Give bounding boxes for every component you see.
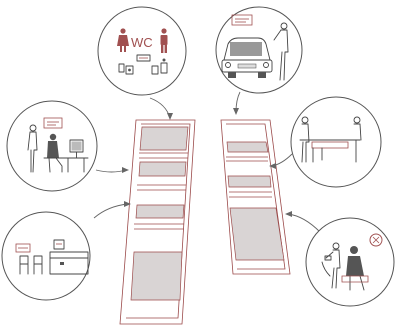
vignette-vehicle-service [215, 6, 303, 94]
right-module-strip [220, 119, 291, 275]
vignette-waiting-area [1, 211, 91, 301]
hand-dryer-icon [136, 54, 151, 62]
chair-icon [33, 255, 43, 275]
soap-dispenser-icon [118, 63, 125, 73]
seated-client-icon [346, 246, 365, 291]
arrow-salon-to-right-strip [285, 211, 321, 233]
toilet-icon [151, 58, 168, 75]
car-icon [221, 37, 273, 78]
computer-monitor-icon [69, 139, 84, 159]
person-icon [353, 116, 362, 141]
person-icon [325, 242, 341, 289]
left-module-room-1 [139, 126, 189, 159]
arrow-waiting-to-left-strip [93, 201, 131, 219]
person-icon [301, 116, 310, 163]
arrow-counter-to-right-strip [269, 153, 293, 169]
counter-table-icon [299, 139, 361, 163]
left-module-room-2 [137, 161, 187, 191]
chair-icon [19, 255, 29, 275]
vignette-counter-service [290, 96, 382, 188]
person-icon [273, 22, 289, 81]
sink-icon [125, 65, 134, 75]
wall-sign-icon [15, 243, 31, 253]
plus-sign-icon [369, 233, 383, 247]
hair-dryer-icon [321, 255, 332, 277]
left-module-room-3 [134, 204, 185, 230]
vignette-restroom: WC [97, 6, 187, 96]
wc-sign-text: WC [131, 35, 153, 50]
arrows [93, 91, 321, 233]
left-module-room-4 [130, 251, 183, 301]
man-icon [160, 28, 168, 53]
wall-sign-icon [231, 14, 253, 26]
arrow-office-to-left-strip [95, 167, 129, 173]
arrow-restroom-to-left-strip [149, 97, 173, 120]
right-module-room-1 [226, 141, 269, 162]
right-module-room-3 [229, 207, 285, 261]
chair-icon [61, 157, 69, 173]
monitor-icon [53, 239, 65, 250]
desk-icon [49, 251, 89, 275]
wall-sign-icon [43, 117, 63, 129]
arrow-vehicle-to-right-strip [233, 91, 241, 115]
woman-icon [117, 28, 129, 52]
salon-chair-icon [341, 275, 369, 283]
left-module-strip [119, 119, 196, 325]
standing-person-icon [27, 124, 38, 173]
vignette-office-work [6, 100, 98, 192]
seated-person-icon [47, 133, 63, 173]
vignette-salon-service [305, 217, 395, 307]
right-module-room-2 [227, 175, 272, 198]
